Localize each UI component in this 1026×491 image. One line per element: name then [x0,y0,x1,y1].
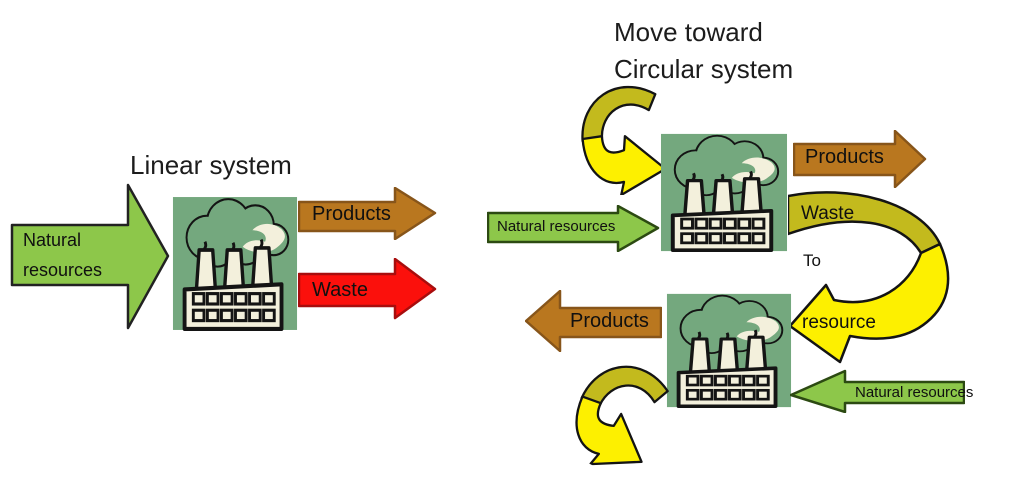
circular-system-title: Move toward Circular system [614,14,793,88]
products-arrow-linear: Products [298,187,437,240]
products-label: Products [805,146,884,168]
waste-label: Waste [801,203,855,224]
natural-resources-arrow-bottom: Natural resources [790,368,973,413]
resource-label: resource [802,312,876,333]
natural-resources-label: Natural resources [855,384,974,401]
products-label: Products [312,203,391,225]
natural-resources-arrow-circular: Natural resources [487,205,660,252]
factory-icon [172,196,298,331]
circular-title-line2: Circular system [614,54,794,84]
right-arrow-icon [298,258,437,320]
recycle-swoosh-top-icon [578,83,670,195]
natural-resources-arrow-linear: Natural resources [10,183,170,330]
right-arrow-icon [10,183,170,330]
linear-system-title: Linear system [130,150,292,180]
left-arrow-icon [790,369,965,413]
factory-icon [660,133,788,252]
left-arrow-icon [525,290,662,352]
waste-arrow-linear: Waste [298,258,437,320]
natural-resources-label: Natural resources [497,218,616,235]
right-arrow-icon [793,130,927,188]
right-arrow-icon [487,205,660,252]
products-arrow-circular-bottom: Products [525,290,662,352]
waste-to-resource-swoosh-icon [788,190,960,370]
circular-title-line1: Move toward [614,17,763,47]
products-arrow-circular-top: Products [793,130,927,188]
to-label: To [803,251,821,270]
factory-icon [666,293,792,408]
waste-label: Waste [312,279,368,301]
right-arrow-icon [298,187,437,240]
products-label: Products [570,310,649,332]
natural-resources-label: Natural resources [23,230,103,280]
